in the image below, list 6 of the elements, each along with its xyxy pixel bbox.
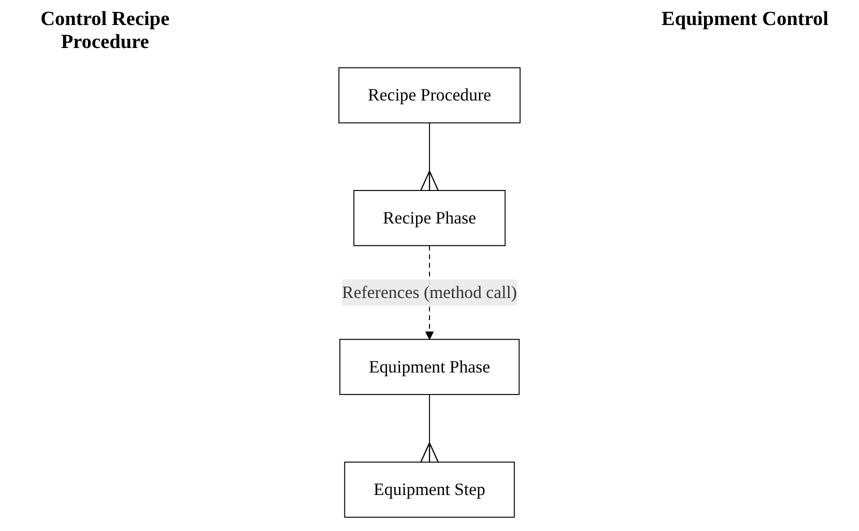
entity-box: Recipe Phase	[353, 190, 506, 246]
entity-box: Equipment Phase	[339, 338, 520, 395]
column-heading: Equipment Control	[660, 8, 830, 31]
column-heading: Control Recipe Procedure	[39, 8, 171, 54]
entity-box: Recipe Procedure	[338, 67, 521, 124]
entity-box: Equipment Step	[344, 462, 515, 518]
